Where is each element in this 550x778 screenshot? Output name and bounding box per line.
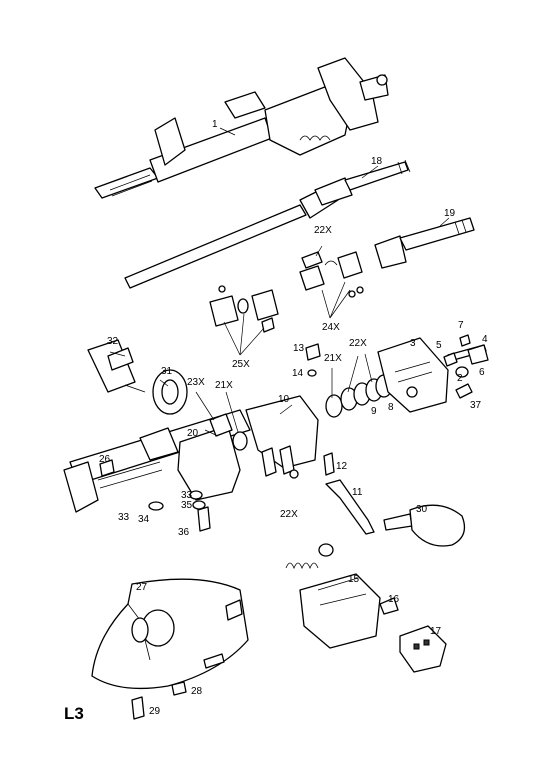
lower-shaft xyxy=(374,217,475,269)
callout-label: 9 xyxy=(371,406,377,417)
intermediate-shaft xyxy=(124,159,411,289)
callout-label: 24X xyxy=(322,322,340,333)
callout-label: 37 xyxy=(470,400,482,411)
leader-lines xyxy=(109,127,450,437)
connector xyxy=(399,625,447,673)
callout-label: 17 xyxy=(430,626,442,637)
callout-label: 23X xyxy=(187,377,205,388)
callout-label: 26 xyxy=(99,454,111,465)
callout-label: 21X xyxy=(215,380,233,391)
screw xyxy=(455,383,473,399)
callout-label: 12 xyxy=(336,461,348,472)
callout-label: 21X xyxy=(324,353,342,364)
callout-label: 22X xyxy=(314,225,332,236)
callout-label: 5 xyxy=(436,340,442,351)
switch-housing xyxy=(299,573,381,649)
callout-label: 16 xyxy=(388,594,400,605)
callout-label: 22X xyxy=(280,509,298,520)
callout-label: 31 xyxy=(161,366,173,377)
callout-label: 3 xyxy=(410,338,416,349)
rivet-pin xyxy=(323,452,335,476)
callout-label: 33 xyxy=(181,490,193,501)
column-shroud xyxy=(91,578,249,690)
stud xyxy=(99,459,211,532)
callout-label: 11 xyxy=(352,487,363,498)
callout-label: 28 xyxy=(191,686,203,697)
lever xyxy=(325,479,375,535)
nut xyxy=(455,344,489,378)
callout-label: 29 xyxy=(149,706,161,717)
bushes xyxy=(443,352,458,367)
lower-steering-column xyxy=(63,409,251,513)
lock-housing xyxy=(377,337,449,413)
callout-label: 14 xyxy=(292,368,304,379)
callout-label: 10 xyxy=(278,394,290,405)
callout-label: 18 xyxy=(371,156,383,167)
callout-label: 25X xyxy=(232,359,250,370)
lock-bushes xyxy=(209,285,279,333)
callout-label: 2 xyxy=(457,373,463,384)
callout-label: 4 xyxy=(482,334,488,345)
callout-label: 20 xyxy=(187,428,199,439)
knob xyxy=(409,504,466,547)
ignition-switch xyxy=(87,339,146,393)
callout-label: 22X xyxy=(349,338,367,349)
clip xyxy=(131,696,145,720)
callout-label: 15 xyxy=(348,574,360,585)
callout-label: 35 xyxy=(181,500,193,511)
adjusting-lever xyxy=(383,513,413,531)
column-bracket xyxy=(245,395,319,479)
bolt xyxy=(305,343,321,377)
callout-label: 30 xyxy=(416,504,428,515)
callout-labels: 1 18 19 22X 24X 25X 32 31 13 14 21X 22X … xyxy=(99,119,488,717)
callout-label: 8 xyxy=(388,402,394,413)
callout-label: 13 xyxy=(293,343,305,354)
callout-label: 32 xyxy=(107,336,119,347)
upper-steering-column xyxy=(94,57,389,199)
springs xyxy=(285,543,334,570)
spring-clips xyxy=(299,251,364,298)
page-tag: L3 xyxy=(64,704,84,723)
sleeve xyxy=(379,597,399,615)
callout-label: 1 xyxy=(212,119,218,130)
callout-label: 27 xyxy=(136,582,148,593)
callout-label: 36 xyxy=(178,527,190,538)
spring-set xyxy=(325,374,393,418)
callout-label: 19 xyxy=(444,208,456,219)
callout-label: 33 xyxy=(118,512,130,523)
screw-small xyxy=(171,681,187,696)
callout-label: 34 xyxy=(138,514,150,525)
callout-label: 6 xyxy=(479,367,485,378)
callout-label: 7 xyxy=(458,320,464,331)
